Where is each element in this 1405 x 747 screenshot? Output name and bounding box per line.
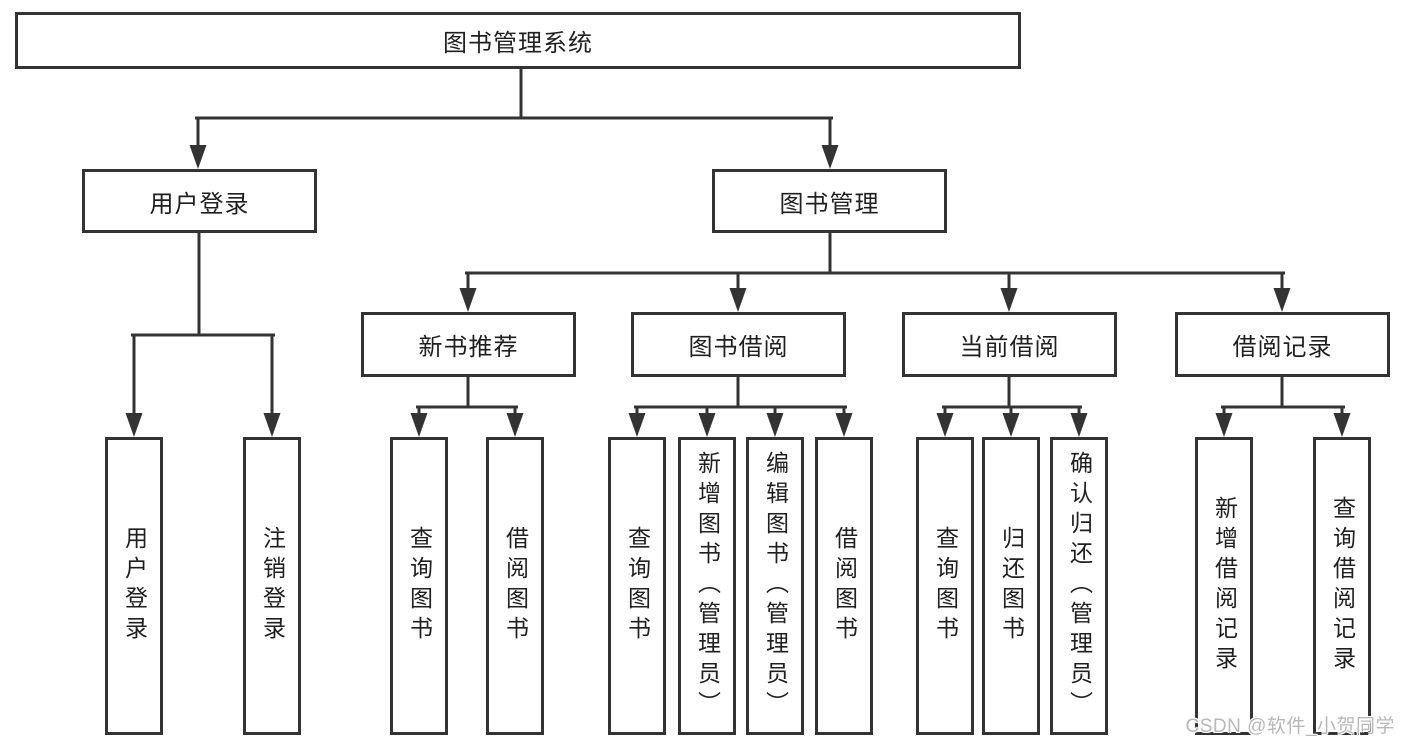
connector-group-3: [410, 375, 524, 437]
arrow-down-icon: [459, 288, 477, 312]
node-library-management-system: 图书管理系统: [15, 12, 1021, 69]
node-user-login: 用户登录: [82, 169, 317, 233]
arrow-down-icon: [125, 413, 143, 437]
node-leaf-query-books-1: 查询图书: [390, 437, 448, 735]
csdn-watermark: CSDN @软件_小贺同学: [1185, 716, 1395, 737]
node-new-book-recommendation: 新书推荐: [361, 312, 576, 377]
node-leaf-borrow-books-2-label: 借阅图书: [831, 526, 858, 646]
connector-group-6: [1215, 375, 1351, 437]
node-leaf-return-book: 归还图书: [982, 437, 1040, 735]
connector-group-4: [628, 375, 853, 437]
node-leaf-query-borrow-record: 查询借阅记录: [1313, 437, 1371, 735]
node-book-borrowing: 图书借阅: [631, 312, 846, 377]
node-book-management-label: 图书管理: [779, 190, 880, 218]
arrow-down-icon: [189, 145, 207, 169]
arrow-down-icon: [1070, 413, 1088, 437]
node-leaf-logout-label: 注销登录: [259, 526, 286, 646]
connector-group-5: [936, 375, 1088, 437]
connector-group-0: [189, 67, 839, 169]
arrow-down-icon: [698, 413, 716, 437]
node-leaf-query-books-3-label: 查询图书: [932, 526, 959, 646]
connector-group-1: [125, 231, 281, 437]
node-leaf-query-books-2: 查询图书: [608, 437, 666, 735]
arrow-down-icon: [821, 145, 839, 169]
node-leaf-user-login: 用户登录: [105, 437, 163, 735]
arrow-down-icon: [410, 413, 428, 437]
node-leaf-confirm-return-admin-label: 确认归还（管理员）: [1066, 451, 1093, 721]
node-current-borrowing-label: 当前借阅: [959, 334, 1060, 361]
node-leaf-query-books-2-label: 查询图书: [624, 526, 651, 646]
connector-group-2: [459, 231, 1291, 312]
node-leaf-query-borrow-record-label: 查询借阅记录: [1329, 496, 1356, 676]
arrow-down-icon: [263, 413, 281, 437]
node-leaf-borrow-books-1-label: 借阅图书: [502, 526, 529, 646]
node-leaf-add-borrow-record: 新增借阅记录: [1195, 437, 1253, 735]
node-book-borrowing-label: 图书借阅: [688, 334, 789, 361]
arrow-down-icon: [729, 288, 747, 312]
arrow-down-icon: [766, 413, 784, 437]
node-leaf-user-login-label: 用户登录: [121, 526, 148, 646]
arrow-down-icon: [1273, 288, 1291, 312]
node-leaf-logout: 注销登录: [243, 437, 301, 735]
node-borrowing-records: 借阅记录: [1175, 312, 1390, 377]
arrow-down-icon: [1002, 413, 1020, 437]
node-leaf-confirm-return-admin: 确认归还（管理员）: [1050, 437, 1108, 735]
node-leaf-return-book-label: 归还图书: [998, 526, 1025, 646]
node-leaf-borrow-books-2: 借阅图书: [815, 437, 873, 735]
arrow-down-icon: [835, 413, 853, 437]
node-new-book-recommendation-label: 新书推荐: [418, 334, 519, 361]
node-borrowing-records-label: 借阅记录: [1232, 334, 1333, 361]
node-leaf-edit-book-admin-label: 编辑图书（管理员）: [762, 451, 789, 721]
node-user-login-label: 用户登录: [149, 190, 250, 218]
arrow-down-icon: [1000, 288, 1018, 312]
node-leaf-borrow-books-1: 借阅图书: [486, 437, 544, 735]
arrow-down-icon: [628, 413, 646, 437]
node-leaf-add-book-admin-label: 新增图书（管理员）: [694, 451, 721, 721]
arrow-down-icon: [936, 413, 954, 437]
arrow-down-icon: [1215, 413, 1233, 437]
arrow-down-icon: [1333, 413, 1351, 437]
arrow-down-icon: [506, 413, 524, 437]
node-book-management: 图书管理: [712, 169, 947, 233]
node-library-management-system-label: 图书管理系统: [443, 30, 593, 57]
node-current-borrowing: 当前借阅: [902, 312, 1117, 377]
node-leaf-edit-book-admin: 编辑图书（管理员）: [746, 437, 804, 735]
node-leaf-query-books-3: 查询图书: [916, 437, 974, 735]
node-leaf-add-book-admin: 新增图书（管理员）: [678, 437, 736, 735]
node-leaf-query-books-1-label: 查询图书: [406, 526, 433, 646]
node-leaf-add-borrow-record-label: 新增借阅记录: [1211, 496, 1238, 676]
